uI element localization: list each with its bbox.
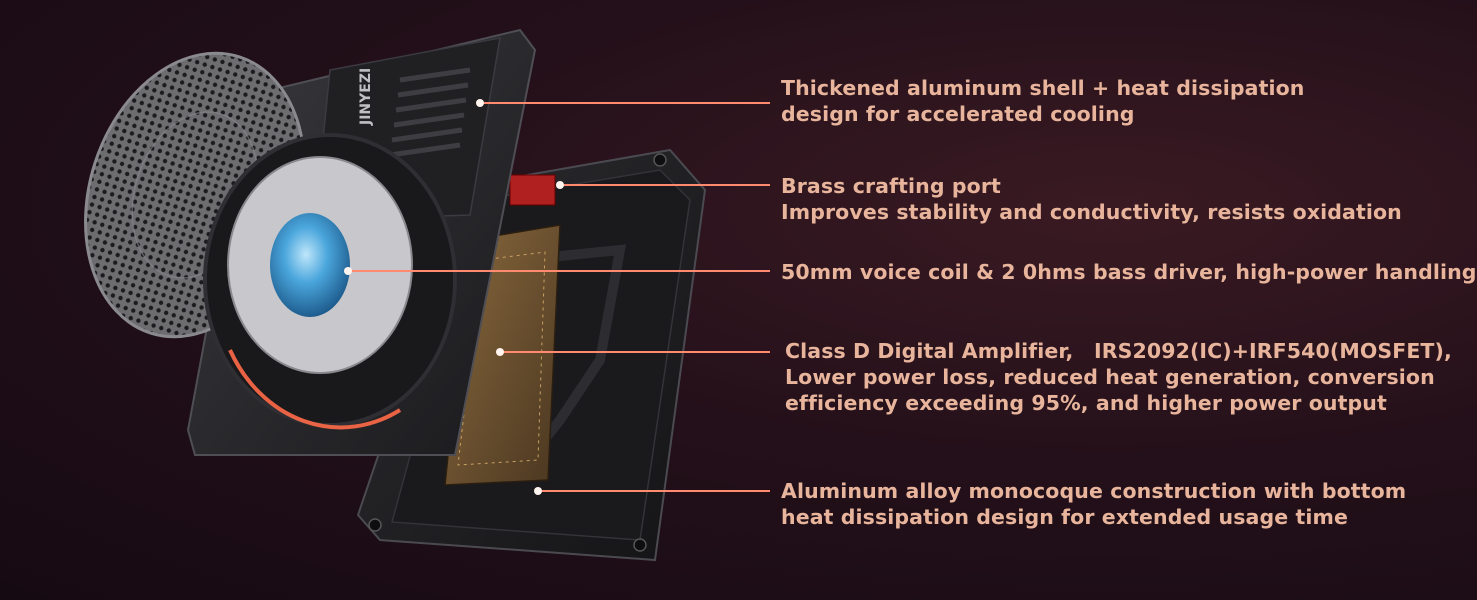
callout-base: Aluminum alloy monocoque construction wi… xyxy=(781,478,1406,530)
driver-dust-cap xyxy=(270,213,350,317)
callout-amp-line-1: Class D Digital Amplifier, IRS2092(IC)+I… xyxy=(785,339,1452,363)
callout-base-line-1: Aluminum alloy monocoque construction wi… xyxy=(781,479,1407,503)
callout-amp: Class D Digital Amplifier, IRS2092(IC)+I… xyxy=(785,338,1452,416)
callout-shell: Thickened aluminum shell + heat dissipat… xyxy=(781,75,1305,127)
callout-amp-line-2: Lower power loss, reduced heat generatio… xyxy=(785,365,1435,389)
bass-driver xyxy=(203,133,457,430)
terminal-block xyxy=(509,174,556,206)
callout-port: Brass crafting port Improves stability a… xyxy=(781,173,1402,225)
callout-port-line-2: Improves stability and conductivity, res… xyxy=(781,200,1402,224)
callout-leaders xyxy=(344,99,770,495)
callout-port-line-1: Brass crafting port xyxy=(781,174,1001,198)
callout-shell-line-1: Thickened aluminum shell + heat dissipat… xyxy=(781,76,1305,100)
callout-driver: 50mm voice coil & 2 0hms bass driver, hi… xyxy=(781,259,1477,285)
callout-amp-line-3: efficiency exceeding 95%, and higher pow… xyxy=(785,391,1387,415)
callout-shell-line-2: design for accelerated cooling xyxy=(781,102,1135,126)
brand-logo: JINYEZI xyxy=(358,68,374,126)
callout-base-line-2: heat dissipation design for extended usa… xyxy=(781,505,1348,529)
callout-driver-line-1: 50mm voice coil & 2 0hms bass driver, hi… xyxy=(781,260,1477,284)
